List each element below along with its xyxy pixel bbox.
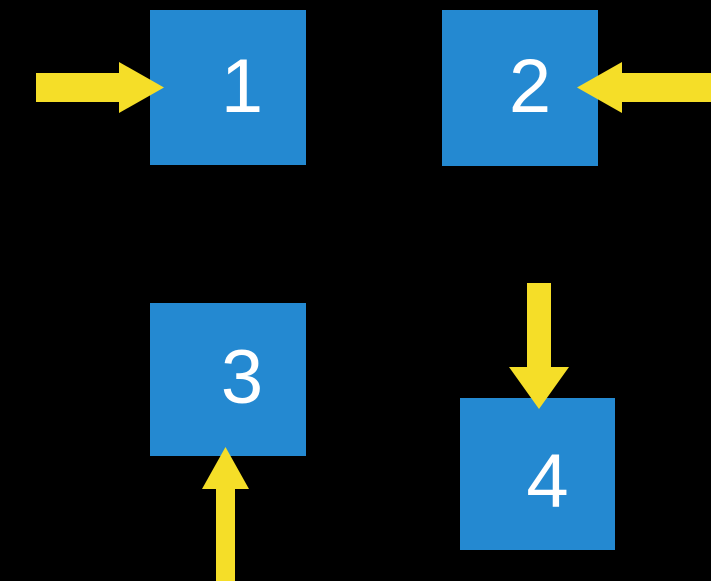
node-box-1[interactable]: 1	[150, 10, 306, 165]
node-label-1: 1	[220, 43, 264, 129]
arrow-down-into-node-4	[509, 283, 569, 409]
node-box-2[interactable]: 2	[442, 10, 598, 166]
node-box-3[interactable]: 3	[150, 303, 306, 456]
node-label-4: 4	[526, 439, 569, 524]
node-label-2: 2	[508, 44, 552, 129]
arrow-up-into-node-3	[202, 447, 249, 581]
arrow-left-into-node-2	[577, 62, 711, 113]
arrow-right-into-node-1	[36, 62, 164, 113]
node-box-4[interactable]: 4	[460, 398, 615, 550]
node-label-3: 3	[220, 334, 264, 420]
